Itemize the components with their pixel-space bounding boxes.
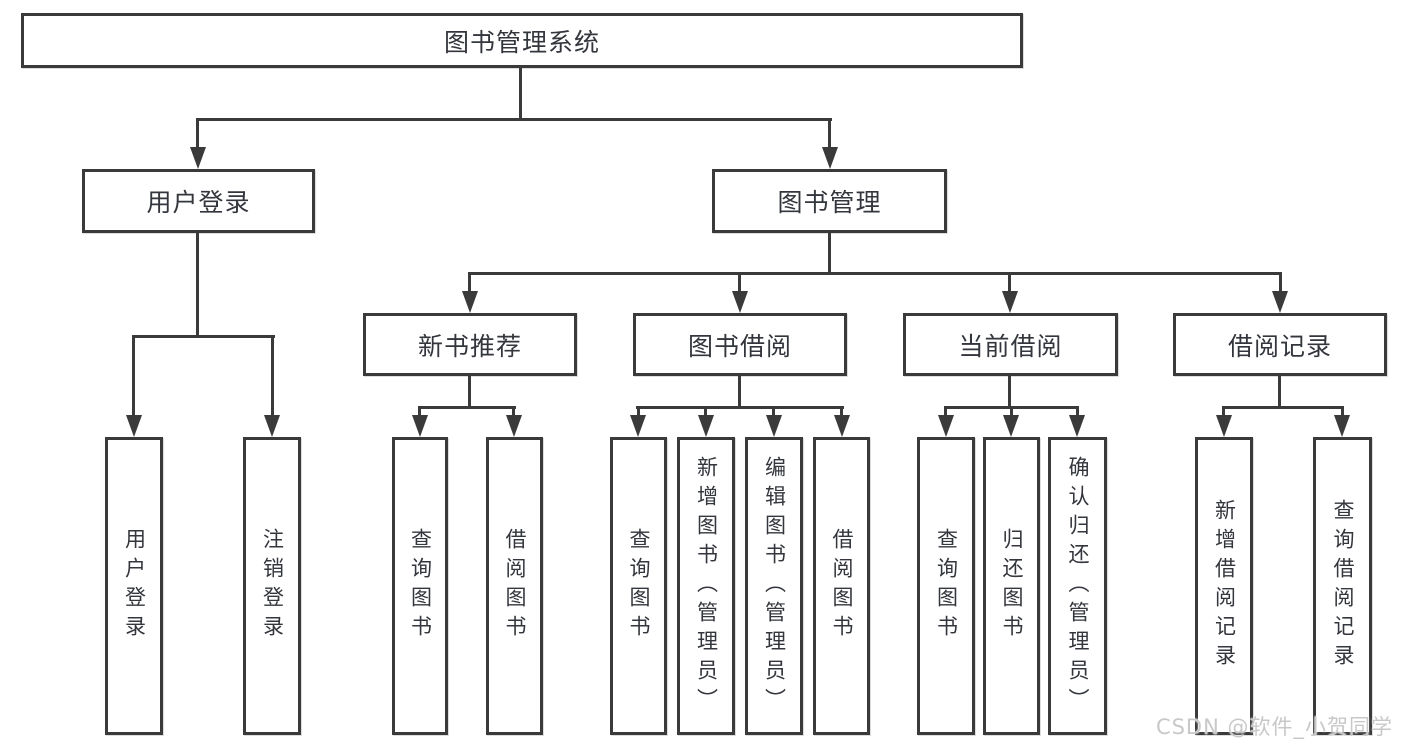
leaf-edit-books-admin: 编辑图书（管理员）: [745, 437, 803, 735]
node-library-management-system: 图书管理系统: [21, 13, 1023, 68]
node-borrowing-records: 借阅记录: [1173, 313, 1387, 376]
connector-arrow: [506, 415, 522, 437]
node-current-borrowing: 当前借阅: [903, 313, 1118, 376]
connector-line: [828, 233, 831, 275]
leaf-label: 新增图书（管理员）: [694, 455, 719, 717]
connector-line: [637, 406, 640, 418]
node-user-login: 用户登录: [82, 169, 315, 233]
connector-line: [840, 406, 843, 418]
leaf-label: 查询图书: [627, 528, 651, 644]
connector-arrow: [1334, 415, 1350, 437]
connector-arrow: [822, 147, 838, 169]
leaf-label: 确认归还（管理员）: [1066, 455, 1090, 717]
leaf-user-login: 用户登录: [105, 437, 163, 735]
leaf-label: 查询图书: [408, 528, 433, 644]
connector-line: [418, 406, 421, 418]
node-label: 借阅记录: [1227, 331, 1332, 361]
connector-line: [704, 406, 707, 418]
connector-line: [132, 335, 135, 417]
node-label: 图书管理: [777, 188, 882, 217]
connector-arrow: [630, 415, 646, 437]
leaf-add-borrow-record: 新增借阅记录: [1195, 437, 1253, 735]
leaf-query-books-borrowing: 查询图书: [610, 437, 667, 735]
connector-line: [1279, 272, 1282, 294]
leaf-label: 借阅图书: [830, 528, 854, 644]
leaf-logout: 注销登录: [243, 437, 301, 735]
connector-line: [512, 406, 515, 418]
leaf-label: 归还图书: [1000, 528, 1024, 644]
connector-arrow: [412, 415, 428, 437]
node-book-management: 图书管理: [712, 169, 947, 233]
leaf-label: 借阅图书: [503, 528, 527, 644]
connector-line: [196, 118, 199, 149]
leaf-label: 查询借阅记录: [1331, 499, 1355, 673]
connector-arrow: [698, 415, 714, 437]
connector-line: [1341, 406, 1344, 418]
connector-line: [271, 335, 274, 417]
leaf-borrow-books: 借阅图书: [813, 437, 870, 735]
node-new-book-recommend: 新书推荐: [363, 313, 577, 376]
connector-arrow: [1272, 291, 1288, 313]
connector-arrow: [462, 291, 478, 313]
connector-line: [1076, 406, 1079, 418]
connector-line: [133, 335, 275, 338]
connector-line: [636, 406, 844, 409]
connector-line: [418, 406, 516, 409]
leaf-confirm-return-admin: 确认归还（管理员）: [1048, 437, 1107, 735]
connector-line: [468, 376, 471, 409]
connector-line: [519, 68, 522, 120]
leaf-label: 查询图书: [934, 528, 959, 644]
connector-arrow: [1002, 291, 1018, 313]
connector-arrow: [1003, 415, 1019, 437]
node-label: 新书推荐: [417, 331, 522, 361]
leaf-label: 编辑图书（管理员）: [762, 455, 787, 717]
connector-line: [1278, 376, 1281, 409]
connector-line: [468, 272, 1282, 275]
node-label: 图书借阅: [687, 331, 792, 361]
connector-line: [944, 406, 947, 418]
connector-line: [828, 118, 831, 149]
leaf-return-books: 归还图书: [983, 437, 1040, 735]
connector-arrow: [732, 291, 748, 313]
leaf-label: 用户登录: [122, 528, 147, 644]
connector-line: [1010, 406, 1013, 418]
connector-line: [738, 272, 741, 294]
connector-line: [196, 233, 199, 338]
leaf-label: 注销登录: [260, 528, 285, 644]
leaf-query-books-current: 查询图书: [917, 437, 975, 735]
connector-arrow: [126, 415, 142, 437]
connector-arrow: [766, 415, 782, 437]
leaf-borrow-books-recommend: 借阅图书: [486, 437, 543, 735]
connector-arrow: [190, 147, 206, 169]
csdn-watermark: CSDN @软件_小贺同学: [1155, 715, 1393, 739]
node-book-borrowing: 图书借阅: [633, 313, 847, 376]
connector-line: [1222, 406, 1225, 418]
connector-line: [1008, 272, 1011, 294]
node-label: 用户登录: [146, 188, 251, 217]
connector-line: [197, 118, 832, 121]
connector-arrow: [834, 415, 850, 437]
connector-line: [738, 376, 741, 409]
connector-line: [1222, 406, 1344, 409]
leaf-query-borrow-record: 查询借阅记录: [1313, 437, 1372, 735]
connector-line: [1008, 376, 1011, 409]
connector-line: [772, 406, 775, 418]
connector-arrow: [1216, 415, 1232, 437]
leaf-add-books-admin: 新增图书（管理员）: [677, 437, 735, 735]
connector-line: [468, 272, 471, 294]
leaf-label: 新增借阅记录: [1212, 499, 1237, 673]
node-label: 当前借阅: [958, 331, 1063, 361]
connector-arrow: [264, 415, 280, 437]
connector-arrow: [1069, 415, 1085, 437]
node-label: 图书管理系统: [443, 27, 600, 57]
leaf-query-books-recommend: 查询图书: [392, 437, 448, 735]
connector-arrow: [938, 415, 954, 437]
